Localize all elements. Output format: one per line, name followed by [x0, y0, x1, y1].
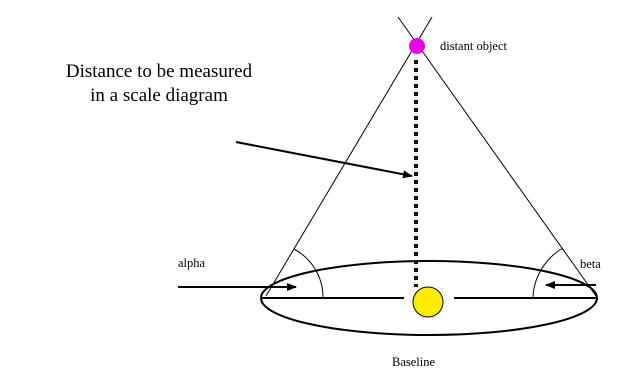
alpha-angle-arc	[293, 248, 324, 298]
beta-label: beta	[580, 257, 601, 271]
title-line-1: Distance to be measured	[65, 61, 253, 82]
sun-marker	[412, 286, 444, 318]
baseline-label: Baseline	[392, 355, 436, 369]
distant-object-marker	[409, 38, 425, 54]
alpha-label: alpha	[178, 256, 206, 270]
beta-angle-arc	[532, 247, 564, 298]
distance-pointer-arrow	[235, 141, 413, 179]
diagram-title: Distance to be measured in a scale diagr…	[34, 60, 284, 108]
right-sight-line	[397, 16, 597, 297]
distant-object-label: distant object	[440, 39, 507, 53]
title-line-2: in a scale diagram	[90, 85, 228, 106]
left-sight-line	[265, 16, 433, 297]
